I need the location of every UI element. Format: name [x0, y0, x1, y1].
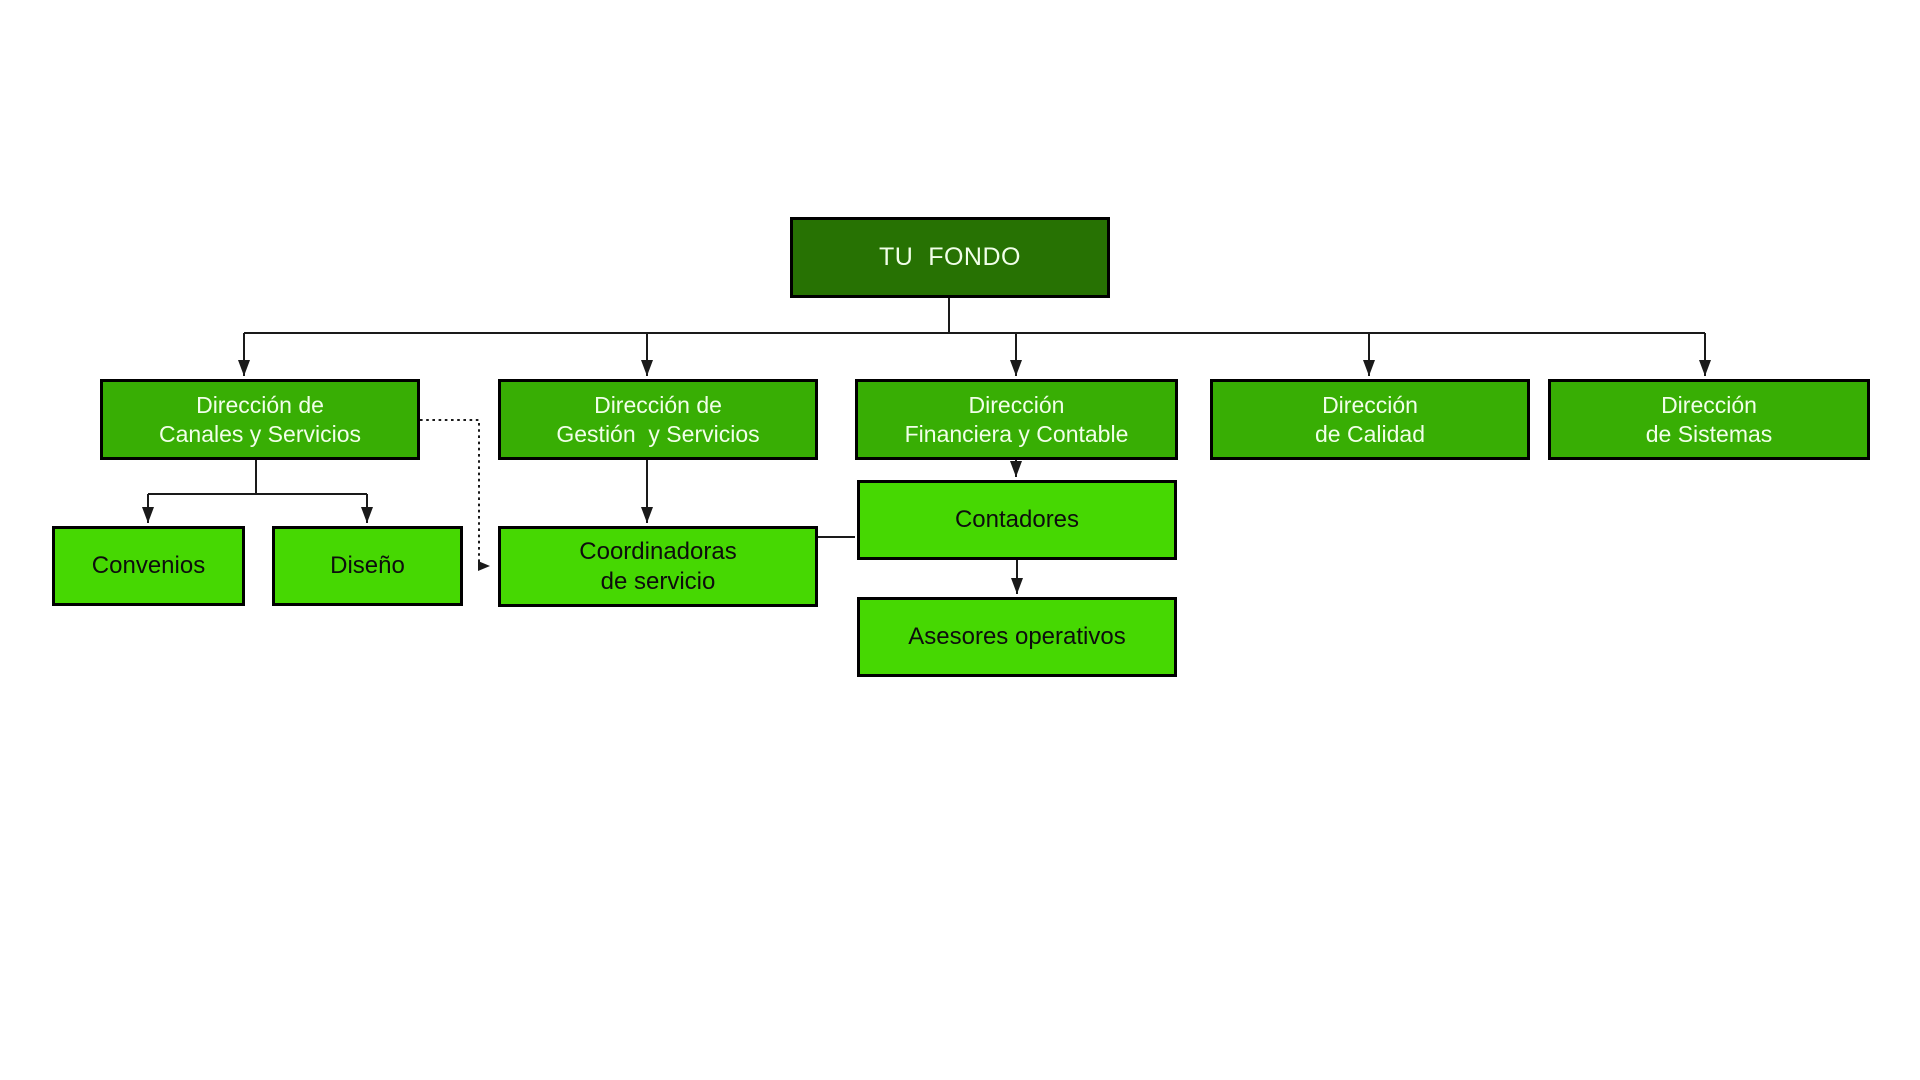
- org-node-direccion-canales-servicios: Dirección de Canales y Servicios: [100, 379, 420, 460]
- org-node-coordinadoras-servicio: Coordinadoras de servicio: [498, 526, 818, 607]
- org-node-gestion-label: Dirección de Gestión y Servicios: [556, 392, 760, 447]
- org-node-asesores-label: Asesores operativos: [908, 623, 1126, 651]
- org-node-contadores: Contadores: [857, 480, 1177, 560]
- org-node-contadores-label: Contadores: [954, 506, 1080, 534]
- org-node-asesores-operativos: Asesores operativos: [857, 597, 1177, 677]
- org-node-tu-fondo-label: TU FONDO: [879, 243, 1021, 272]
- org-node-financiera-label: Dirección Financiera y Contable: [904, 392, 1129, 447]
- org-node-direccion-financiera-contable: Dirección Financiera y Contable: [855, 379, 1178, 460]
- org-node-diseno: Diseño: [272, 526, 463, 606]
- org-node-convenios: Convenios: [52, 526, 245, 606]
- org-node-direccion-calidad: Dirección de Calidad: [1210, 379, 1530, 460]
- org-node-convenios-label: Convenios: [91, 552, 206, 580]
- org-node-diseno-label: Diseño: [330, 552, 405, 580]
- org-node-sistemas-label: Dirección de Sistemas: [1645, 392, 1773, 447]
- org-node-direccion-sistemas: Dirección de Sistemas: [1548, 379, 1870, 460]
- org-node-tu-fondo: TU FONDO: [790, 217, 1110, 298]
- org-node-canales-label: Dirección de Canales y Servicios: [159, 392, 361, 447]
- org-node-calidad-label: Dirección de Calidad: [1315, 392, 1425, 447]
- edge-canales-stem: [148, 460, 367, 495]
- org-node-coordinadoras-label: Coordinadoras de servicio: [579, 538, 737, 595]
- org-node-direccion-gestion-servicios: Dirección de Gestión y Servicios: [498, 379, 818, 460]
